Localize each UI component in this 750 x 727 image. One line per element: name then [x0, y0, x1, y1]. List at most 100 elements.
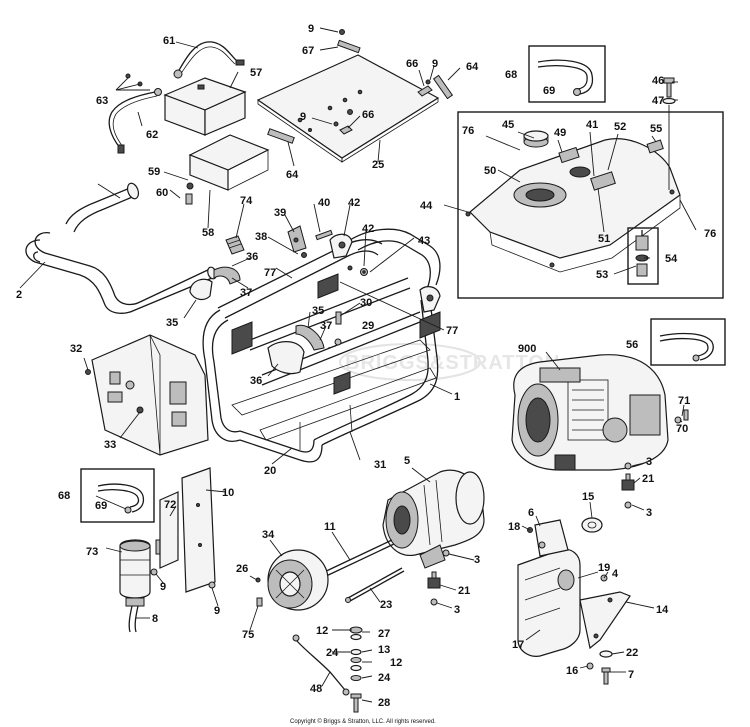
callout-11: 11 [324, 521, 336, 533]
callout-5: 5 [404, 455, 410, 467]
callout-54: 54 [665, 253, 678, 265]
callout-37: 37 [240, 287, 252, 299]
callout-77: 77 [446, 325, 458, 337]
callout-40: 40 [318, 197, 330, 209]
callout-25: 25 [372, 159, 384, 171]
part-muffler-bracket [579, 574, 631, 650]
callout-75: 75 [242, 629, 254, 641]
watermark: BRIGGS&STRATTON [339, 343, 559, 381]
callout-49: 49 [554, 127, 566, 139]
callout-61: 61 [163, 35, 175, 47]
callout-35: 35 [166, 317, 178, 329]
callout-20: 20 [264, 465, 276, 477]
part-control-panel [85, 334, 209, 456]
callout-9: 9 [214, 605, 220, 617]
part-plate [256, 54, 440, 163]
callout-12: 12 [316, 625, 328, 637]
callout-62: 62 [146, 129, 158, 141]
callout-42: 42 [362, 223, 374, 235]
part-hose-right [659, 332, 714, 362]
callout-8: 8 [152, 613, 158, 625]
callout-67: 67 [302, 45, 314, 57]
callout-4: 4 [612, 568, 619, 580]
part-frame-hardware [287, 225, 368, 346]
callout-34: 34 [262, 529, 275, 541]
callout-55: 55 [650, 123, 662, 135]
callout-66: 66 [362, 109, 374, 121]
callout-74: 74 [240, 195, 253, 207]
callout-56: 56 [626, 339, 638, 351]
callout-3: 3 [646, 507, 652, 519]
callout-71: 71 [678, 395, 690, 407]
callout-72: 72 [164, 499, 176, 511]
part-battery-tray [185, 134, 270, 205]
callout-41: 41 [586, 119, 598, 131]
part-handle [25, 182, 217, 314]
callout-69: 69 [543, 85, 555, 97]
part-mounts [427, 462, 635, 606]
part-alternator [382, 469, 485, 569]
callout-47: 47 [652, 95, 664, 107]
callout-77: 77 [264, 267, 276, 279]
callout-50: 50 [484, 165, 496, 177]
callout-15: 15 [582, 491, 594, 503]
callout-30: 30 [360, 297, 372, 309]
callout-9: 9 [432, 58, 438, 70]
callout-63: 63 [96, 95, 108, 107]
callout-9: 9 [300, 111, 306, 123]
callout-24: 24 [378, 672, 391, 684]
part-battery-cable-61 [173, 41, 245, 79]
part-engine [511, 354, 669, 471]
callout-22: 22 [626, 647, 638, 659]
callout-52: 52 [614, 121, 626, 133]
part-hose-top [537, 59, 594, 96]
callout-64: 64 [466, 61, 479, 73]
part-fuel-valve [635, 230, 649, 277]
part-muffler [517, 548, 581, 657]
part-fuel-tank [465, 138, 681, 273]
fuel-tank-group-box [457, 111, 724, 299]
callout-14: 14 [656, 604, 669, 616]
part-fuel-cap [523, 130, 549, 148]
part-hardware-70-71 [674, 409, 689, 424]
callout-17: 17 [512, 639, 524, 651]
callout-59: 59 [148, 166, 160, 178]
part-hose-lower [97, 483, 145, 514]
callout-64: 64 [286, 169, 299, 181]
part-exhaust-pipe [527, 519, 569, 557]
callout-38: 38 [255, 231, 267, 243]
callout-21: 21 [458, 585, 470, 597]
callout-24: 24 [326, 647, 339, 659]
callout-labels: 9 67 61 57 63 62 66 9 64 9 66 25 64 59 6… [16, 23, 716, 709]
part-elbow-grip [189, 266, 241, 301]
callout-3: 3 [454, 604, 460, 616]
callout-68: 68 [58, 490, 70, 502]
callout-19: 19 [598, 562, 610, 574]
part-ground-wire [292, 634, 350, 696]
part-connector-74 [225, 235, 245, 255]
callout-44: 44 [420, 200, 433, 212]
callout-46: 46 [652, 75, 664, 87]
callout-12: 12 [390, 657, 402, 669]
callout-7: 7 [628, 669, 634, 681]
callout-3: 3 [474, 554, 480, 566]
callout-45: 45 [502, 119, 514, 131]
leader-lines [19, 27, 697, 703]
callout-70: 70 [676, 423, 688, 435]
callout-29: 29 [362, 320, 374, 332]
part-bolt-46 [662, 77, 676, 190]
callout-57: 57 [250, 67, 262, 79]
callout-36: 36 [246, 251, 258, 263]
part-small-hardware-top [267, 29, 454, 144]
callout-51: 51 [598, 233, 610, 245]
callout-69: 69 [95, 500, 107, 512]
callout-76: 76 [704, 228, 716, 240]
hose-box-top [528, 45, 606, 103]
callout-9: 9 [308, 23, 314, 35]
part-labels-tank [646, 139, 664, 154]
part-panel-10 [181, 467, 216, 593]
copyright-notice: Copyright © Briggs & Stratton, LLC. All … [290, 718, 436, 725]
hose-box-right [650, 318, 726, 366]
